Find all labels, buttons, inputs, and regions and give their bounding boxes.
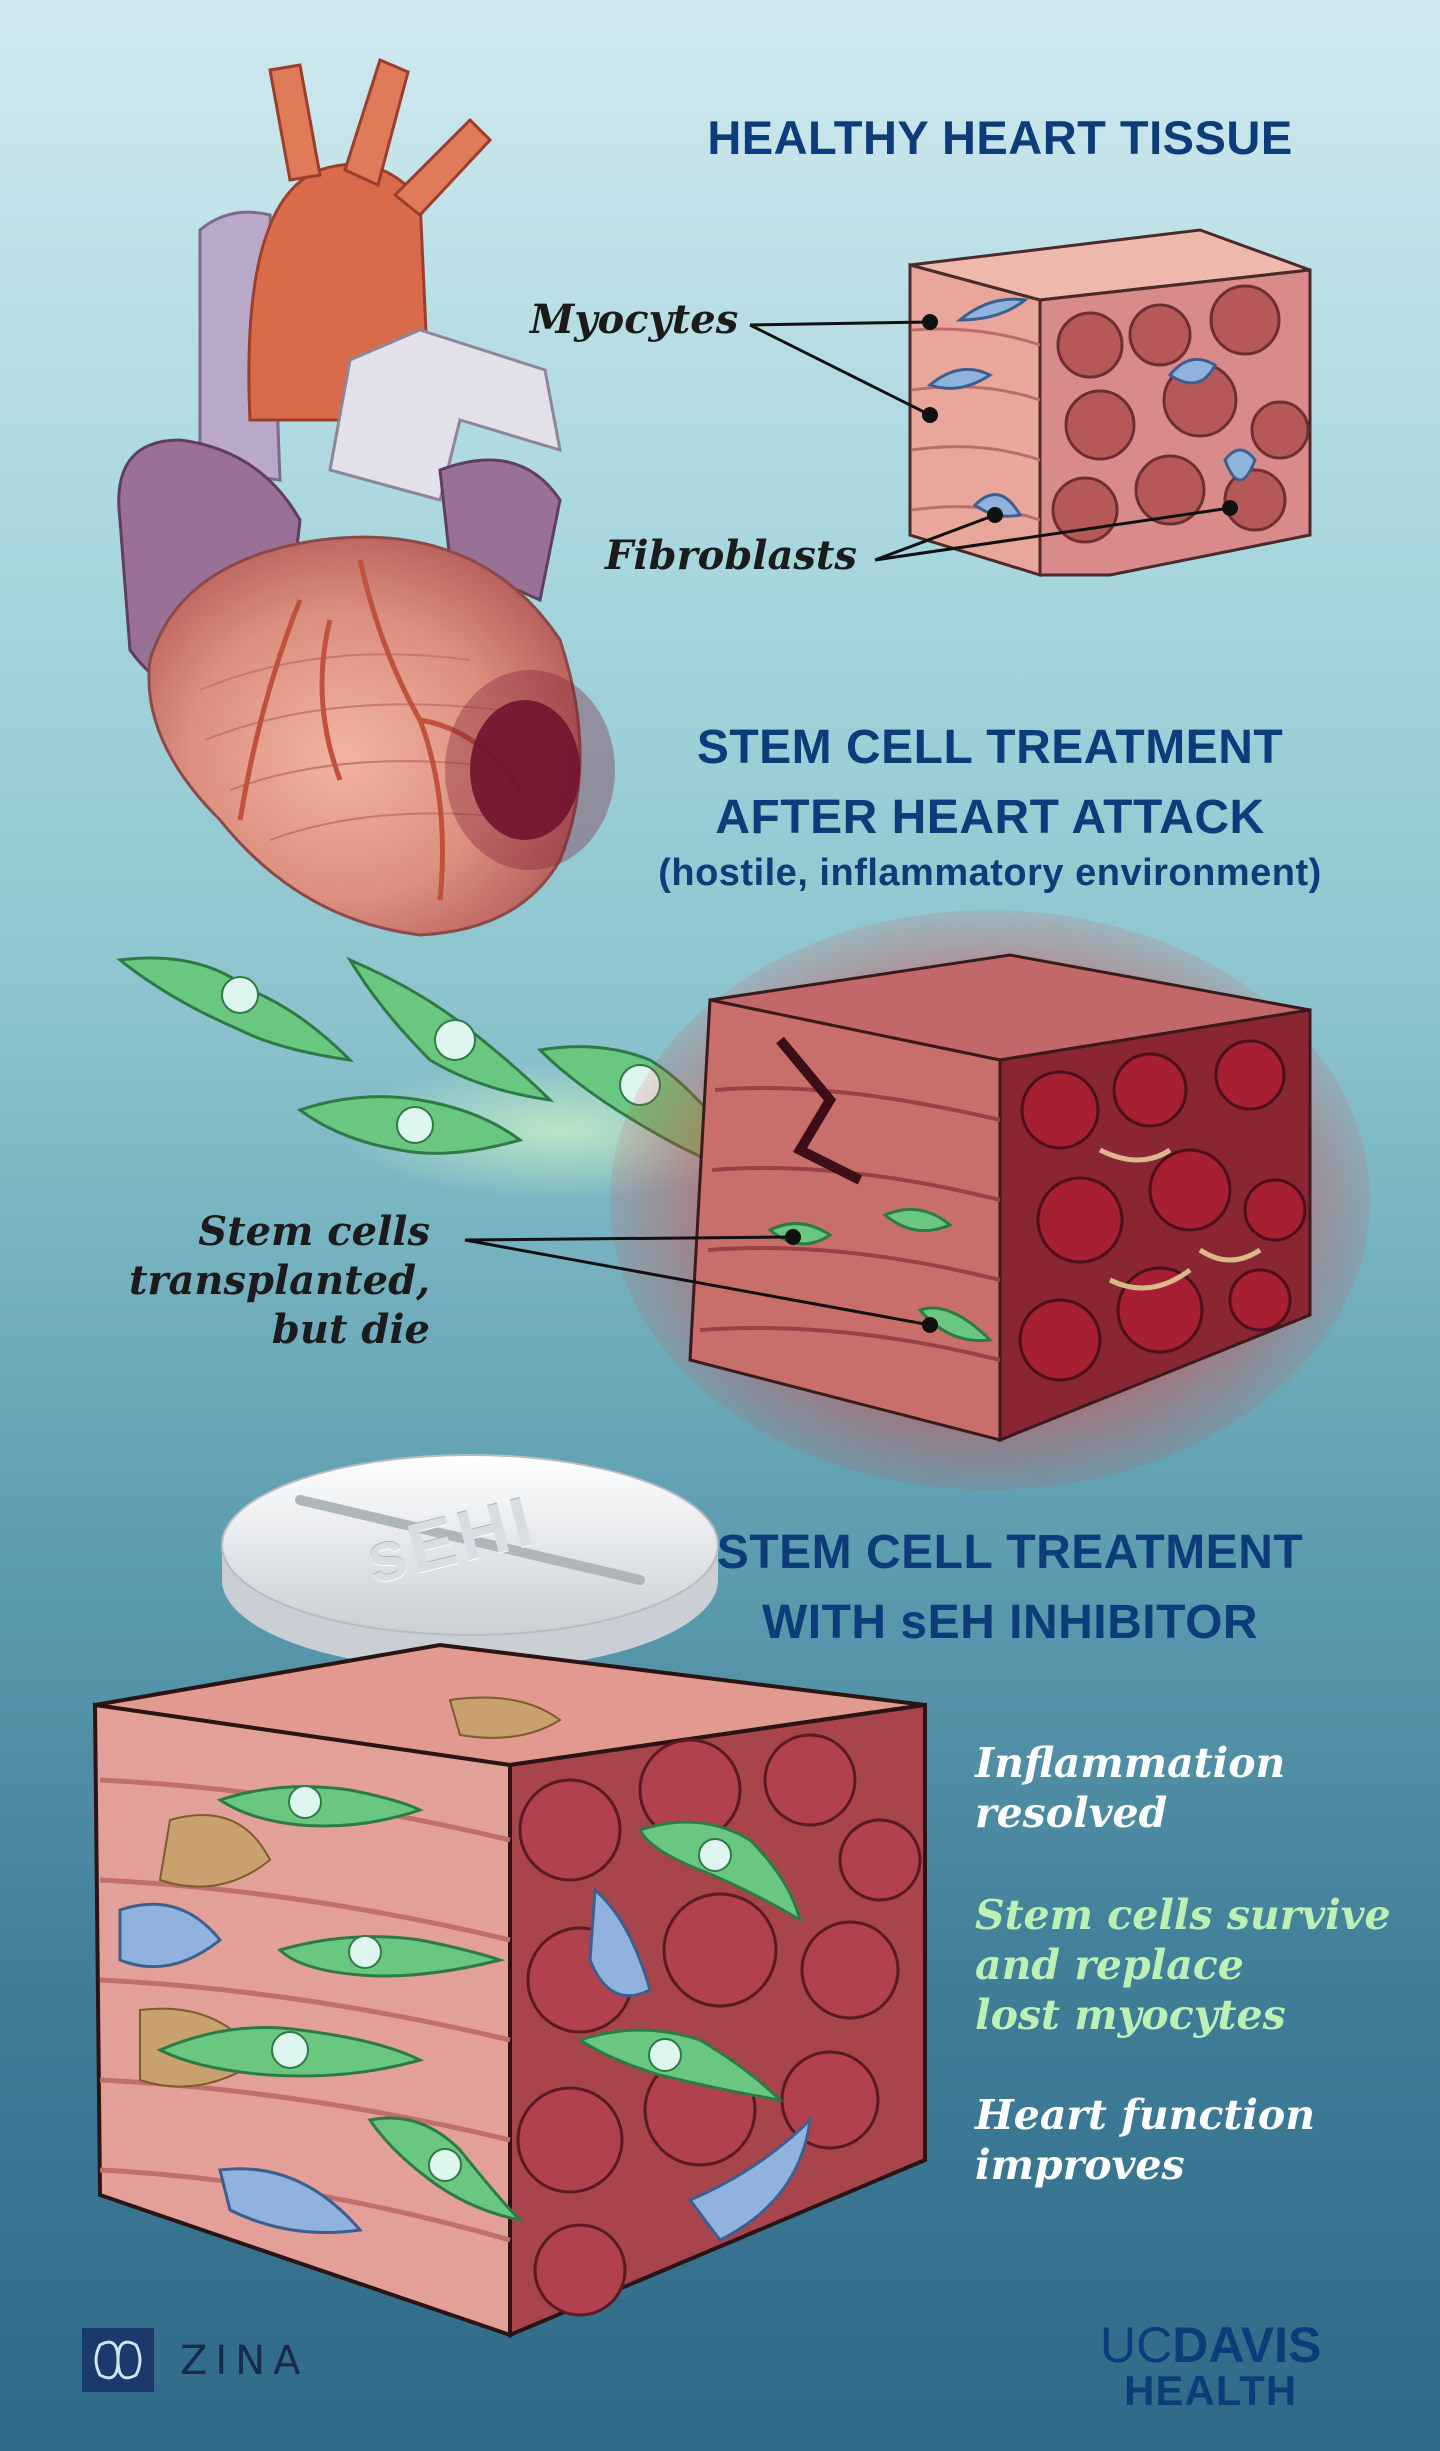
heart-illustration: [117, 57, 615, 937]
label-stem-cells-line: transplanted,: [128, 1256, 430, 1304]
label-myocytes: Myocytes: [530, 296, 739, 343]
result-line: resolved: [975, 1789, 1168, 1838]
result-line: and replace: [975, 1941, 1244, 1990]
logo-davis: DAVIS: [1172, 2317, 1322, 2373]
heading-after-attack-subtitle: (hostile, inflammatory environment): [658, 852, 1322, 894]
heading-after-attack-line2: AFTER HEART ATTACK: [715, 791, 1265, 844]
sehi-pill: [221, 1454, 719, 1670]
heading-healthy-heart-tissue: HEALTHY HEART TISSUE: [707, 111, 1293, 164]
result-line: Inflammation: [975, 1739, 1286, 1787]
result-stem-cells-survive: Stem cells survive and replace lost myoc…: [975, 1890, 1391, 2040]
artist-credit: ZINA: [180, 2338, 309, 2384]
infarct-area: [470, 700, 580, 840]
result-line: improves: [975, 2141, 1185, 2190]
logo-health: HEALTH: [1124, 2367, 1298, 2414]
heading-after-attack-line1: STEM CELL TREATMENT: [696, 721, 1284, 774]
logo-uc-davis: UCDAVIS: [1100, 2320, 1321, 2370]
heading-inhibitor-line2: WITH sEH INHIBITOR: [761, 1596, 1259, 1649]
logo-uc: UC: [1100, 2317, 1173, 2373]
treated-tissue-cube: [92, 1642, 927, 2339]
result-line: Stem cells survive: [975, 1891, 1391, 1939]
healthy-tissue-cube: [749, 228, 1312, 578]
damaged-tissue-cube: [464, 910, 1370, 1490]
label-stem-cells-die: Stem cells transplanted, but die: [30, 1208, 430, 1354]
label-stem-cells-line: Stem cells: [198, 1208, 430, 1255]
zina-logo-mark: [82, 2328, 154, 2392]
result-line: lost myocytes: [975, 1991, 1286, 2040]
heading-inhibitor-line1: STEM CELL TREATMENT: [716, 1526, 1304, 1579]
result-inflammation-resolved: Inflammation resolved: [975, 1738, 1285, 1838]
result-line: Heart function: [975, 2091, 1316, 2139]
label-stem-cells-line: but die: [271, 1305, 430, 1353]
label-fibroblasts: Fibroblasts: [605, 532, 857, 579]
ucdavis-health-logo: UCDAVIS HEALTH: [1100, 2320, 1321, 2412]
result-heart-function-improves: Heart function improves: [975, 2090, 1315, 2190]
fibroblast-cell: [955, 297, 1029, 322]
